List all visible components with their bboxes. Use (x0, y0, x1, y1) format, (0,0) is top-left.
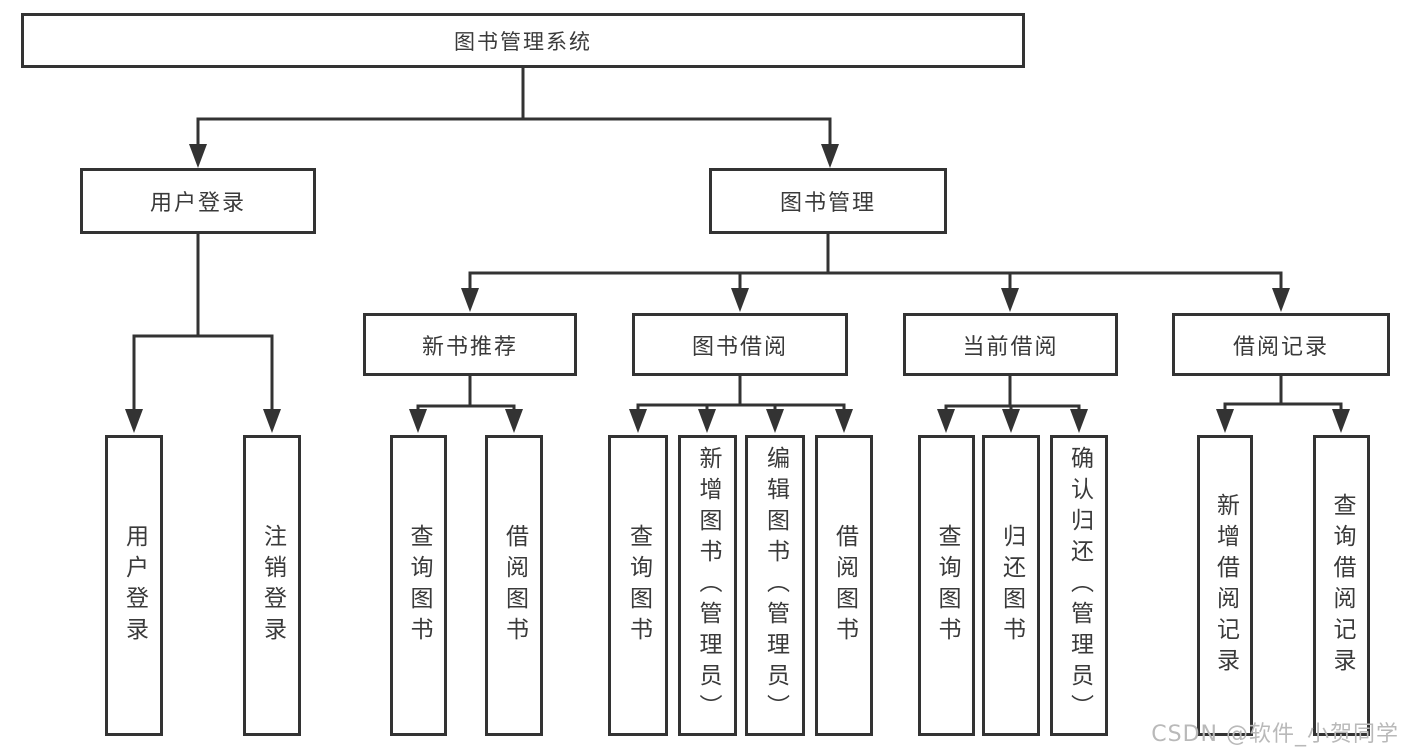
leaf-add-books-admin-label: 新增图书（管理员） (695, 446, 721, 725)
leaf-confirm-return-admin-label: 确认归还（管理员） (1066, 446, 1093, 725)
node-borrow-records-label: 借阅记录 (1232, 334, 1329, 360)
watermark: CSDN @软件_小贺同学 (1151, 722, 1399, 747)
leaf-edit-books-admin-label: 编辑图书（管理员） (762, 446, 789, 725)
node-new-book-recommend: 新书推荐 (363, 313, 577, 376)
leaf-query-books-current: 查询图书 (918, 435, 975, 736)
node-book-borrow: 图书借阅 (632, 313, 848, 376)
leaf-query-books-borrow: 查询图书 (608, 435, 668, 736)
leaf-user-login-label: 用户登录 (121, 523, 148, 648)
leaf-query-books-borrow-label: 查询图书 (625, 523, 652, 648)
leaf-borrow-books-recommend-label: 借阅图书 (501, 523, 528, 648)
leaf-add-borrow-record: 新增借阅记录 (1197, 435, 1253, 736)
leaf-edit-books-admin: 编辑图书（管理员） (745, 435, 805, 736)
leaf-add-books-admin: 新增图书（管理员） (678, 435, 737, 736)
leaf-borrow-books-label: 借阅图书 (831, 523, 858, 648)
leaf-user-login: 用户登录 (105, 435, 163, 736)
leaf-query-books-current-label: 查询图书 (934, 523, 960, 648)
leaf-query-books-recommend-label: 查询图书 (406, 523, 432, 648)
leaf-logout-label: 注销登录 (259, 523, 286, 648)
node-book-management: 图书管理 (709, 168, 947, 234)
leaf-logout: 注销登录 (243, 435, 301, 736)
node-user-login: 用户登录 (80, 168, 316, 234)
node-current-borrow: 当前借阅 (903, 313, 1118, 376)
leaf-query-books-recommend: 查询图书 (390, 435, 447, 736)
leaf-return-books-label: 归还图书 (998, 523, 1025, 648)
leaf-query-borrow-record-label: 查询借阅记录 (1329, 492, 1355, 679)
node-user-login-label: 用户登录 (149, 191, 246, 216)
node-new-book-recommend-label: 新书推荐 (421, 334, 518, 360)
leaf-query-borrow-record: 查询借阅记录 (1313, 435, 1370, 736)
node-borrow-records: 借阅记录 (1172, 313, 1390, 376)
leaf-return-books: 归还图书 (982, 435, 1040, 736)
node-book-management-label: 图书管理 (779, 191, 876, 216)
node-root: 图书管理系统 (21, 13, 1025, 68)
node-root-label: 图书管理系统 (454, 29, 592, 54)
leaf-confirm-return-admin: 确认归还（管理员） (1050, 435, 1108, 736)
node-current-borrow-label: 当前借阅 (962, 334, 1059, 360)
node-book-borrow-label: 图书借阅 (691, 334, 788, 360)
leaf-borrow-books-recommend: 借阅图书 (485, 435, 543, 736)
leaf-add-borrow-record-label: 新增借阅记录 (1212, 492, 1239, 679)
leaf-borrow-books: 借阅图书 (815, 435, 873, 736)
